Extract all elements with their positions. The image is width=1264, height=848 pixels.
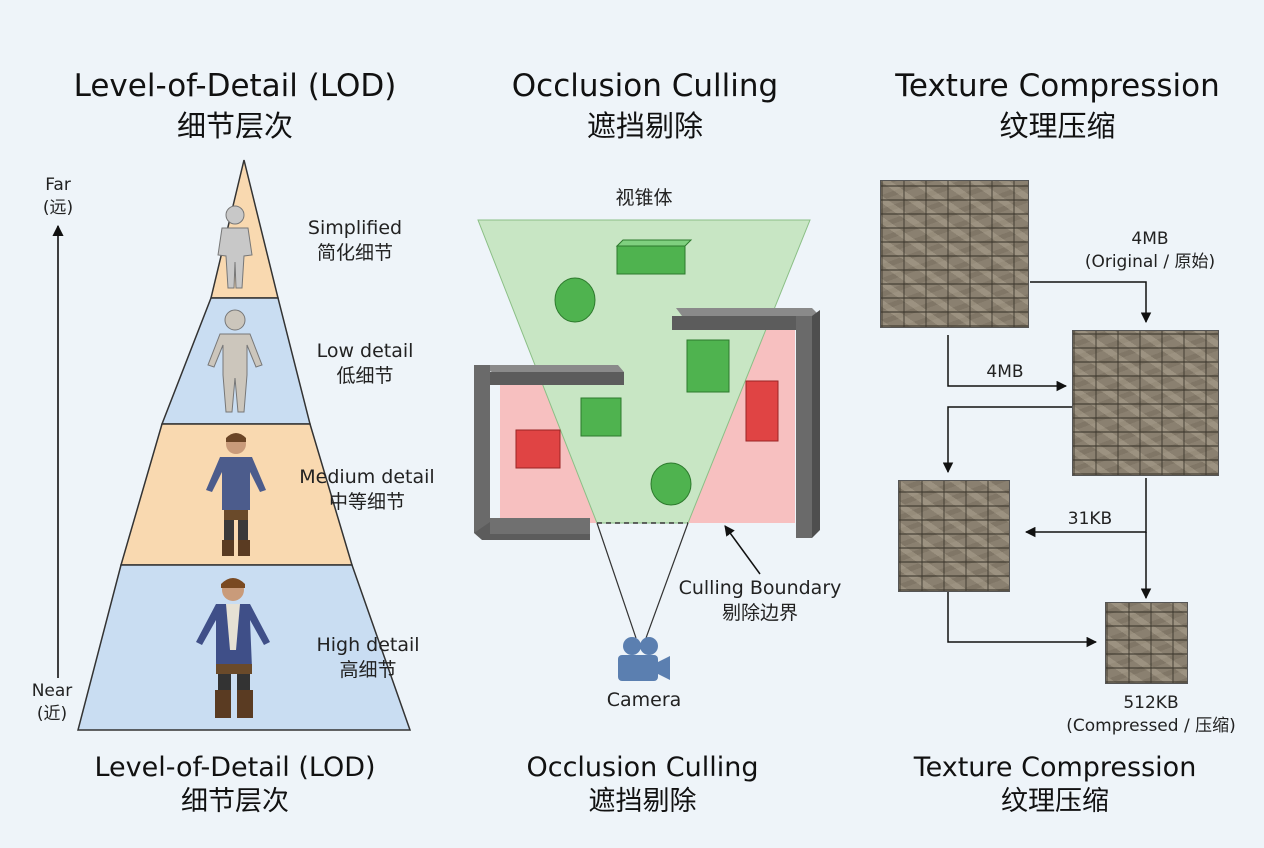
- lod-label-low-en: Low detail: [316, 340, 414, 362]
- camera-ray-right: [645, 522, 689, 639]
- texture-compressed-image: [1105, 602, 1188, 684]
- visible-box-center: [580, 397, 622, 437]
- texture-arrow-4mb-label: 4MB: [986, 362, 1024, 382]
- lod-footer-en: Level-of-Detail (LOD): [94, 752, 376, 783]
- culling-boundary-label-zh: 剔除边界: [721, 602, 798, 624]
- occluder-wall-left: [474, 365, 624, 540]
- visible-cylinder-2: [650, 462, 692, 506]
- lod-label-medium-en: Medium detail: [299, 466, 435, 488]
- lod-figure-medium: [206, 433, 266, 556]
- occluded-box-left: [515, 429, 561, 469]
- visible-cylinder-1: [554, 277, 596, 323]
- texture-footer-en: Texture Compression: [913, 752, 1197, 783]
- occlusion-title-zh: 遮挡剔除: [586, 109, 703, 143]
- texture-original-label: 4MB (Original / 原始): [1060, 228, 1240, 274]
- lod-footer-zh: 细节层次: [181, 786, 289, 817]
- occluded-box-right: [745, 380, 779, 442]
- texture-title: Texture Compression 纹理压缩: [860, 66, 1255, 146]
- lod-label-medium: Medium detail 中等细节: [292, 465, 442, 515]
- camera-label: Camera: [606, 689, 682, 711]
- lod-label-low-zh: 低细节: [336, 365, 394, 387]
- near-label: Near (近): [22, 680, 82, 726]
- near-label-en: Near: [31, 681, 73, 701]
- culling-boundary-pointer: [724, 525, 761, 575]
- occlusion-footer-en: Occlusion Culling: [526, 752, 759, 783]
- texture-stage2-image: [1072, 330, 1219, 476]
- arrow-stage2-to-stage3: [942, 406, 1072, 474]
- visible-box-top: [615, 239, 693, 275]
- lod-title: Level-of-Detail (LOD) 细节层次: [40, 66, 430, 146]
- occlusion-footer-zh: 遮挡剔除: [588, 786, 697, 817]
- occlusion-scene: [474, 219, 820, 681]
- lod-label-medium-zh: 中等细节: [328, 491, 405, 513]
- texture-footer: Texture Compression 纹理压缩: [880, 751, 1230, 819]
- arrow-to-stage2: [1030, 281, 1152, 324]
- lod-footer: Level-of-Detail (LOD) 细节层次: [60, 751, 410, 819]
- camera-ray-left: [596, 522, 637, 639]
- occlusion-title-en: Occlusion Culling: [511, 68, 779, 104]
- lod-figure-simplified: [217, 205, 253, 289]
- culling-boundary-label-en: Culling Boundary: [678, 577, 842, 599]
- far-label-zh: (远): [42, 198, 74, 218]
- arrow-original-to-stage2: [947, 335, 1068, 392]
- culling-boundary-label: Culling Boundary 剔除边界: [670, 576, 850, 626]
- near-label-zh: (近): [36, 704, 68, 724]
- arrow-stage3-to-512: [947, 592, 1098, 648]
- camera-icon: [618, 637, 670, 681]
- visible-box-right: [686, 339, 730, 393]
- lod-label-high: High detail 高细节: [298, 633, 438, 683]
- texture-original-size: 4MB: [1131, 229, 1169, 249]
- culled-region-right: [688, 330, 795, 523]
- lod-figure-high: [196, 578, 270, 718]
- texture-31kb-label: 31KB: [1067, 509, 1113, 529]
- texture-stage3-image: [898, 480, 1010, 592]
- lod-label-simplified: Simplified 简化细节: [290, 216, 420, 266]
- texture-title-zh: 纹理压缩: [999, 109, 1116, 143]
- occlusion-title: Occlusion Culling 遮挡剔除: [450, 66, 840, 146]
- texture-512-size: 512KB: [1123, 693, 1179, 713]
- far-label-en: Far: [45, 175, 71, 195]
- lod-label-high-en: High detail: [316, 634, 420, 656]
- lod-title-en: Level-of-Detail (LOD): [73, 68, 397, 104]
- texture-title-en: Texture Compression: [895, 68, 1220, 104]
- texture-512-desc: (Compressed / 压缩): [1066, 716, 1236, 736]
- texture-original-desc: (Original / 原始): [1084, 252, 1216, 272]
- far-label: Far (远): [28, 174, 88, 220]
- lod-label-high-zh: 高细节: [339, 659, 397, 681]
- occluder-wall-right: [672, 308, 820, 538]
- lod-title-zh: 细节层次: [176, 109, 293, 143]
- lod-label-simplified-zh: 简化细节: [316, 242, 393, 264]
- texture-footer-zh: 纹理压缩: [1001, 786, 1109, 817]
- texture-512-label: 512KB (Compressed / 压缩): [1056, 692, 1246, 738]
- lod-label-low: Low detail 低细节: [300, 339, 430, 389]
- texture-flow-arrows: [942, 281, 1152, 648]
- lod-figure-low: [207, 309, 263, 413]
- texture-original-image: [880, 180, 1029, 328]
- lod-label-simplified-en: Simplified: [307, 217, 403, 239]
- occlusion-footer: Occlusion Culling 遮挡剔除: [470, 751, 815, 819]
- frustum-label: 视锥体: [615, 187, 673, 209]
